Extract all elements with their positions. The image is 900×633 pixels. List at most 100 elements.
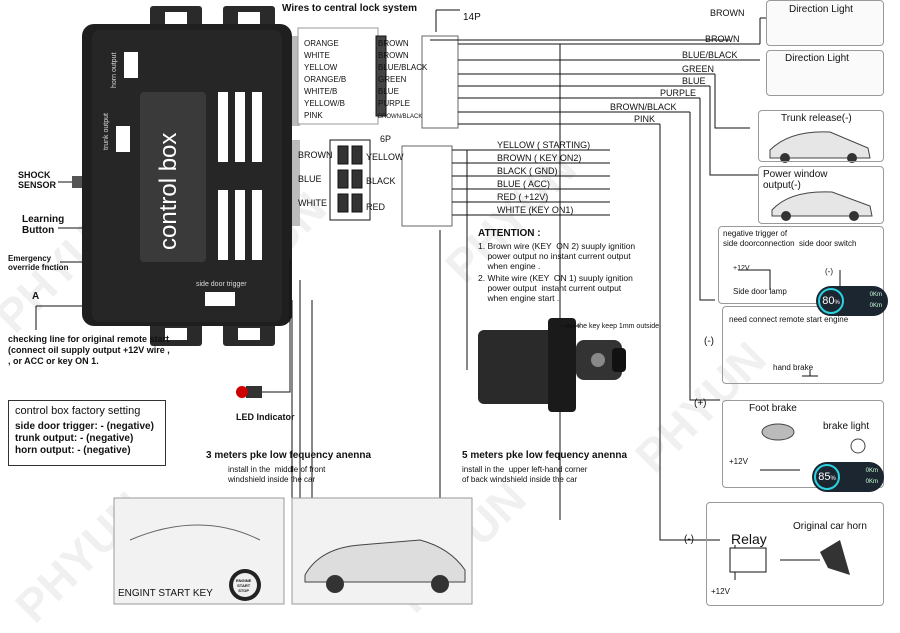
svg-text:ORANGE: ORANGE [304, 39, 339, 48]
horn-12v: +12V [711, 587, 730, 596]
hand-brake-label: hand brake [773, 363, 814, 372]
six-pin-connector [329, 139, 610, 370]
setting-row: side door trigger: - (negative) [15, 421, 154, 432]
side-door-panel: negative trigger of side doorconnection … [718, 226, 884, 304]
gauge-km-2: 0Km [865, 479, 878, 485]
svg-text:BLACK ( GND): BLACK ( GND) [497, 166, 558, 176]
svg-text:BLUE ( ACC): BLUE ( ACC) [497, 179, 550, 189]
six-pin-labels: BROWN BLUE WHITE YELLOW BLACK RED [298, 150, 404, 212]
key-wire-labels: YELLOW ( STARTING) BROWN ( KEY ON2) BLAC… [497, 140, 590, 215]
cut-key-note: cut the key keep 1mm outside [566, 323, 659, 330]
trunk-release-label: Trunk release(-) [781, 113, 852, 124]
svg-text:BLUE: BLUE [682, 76, 706, 86]
side-door-trigger-label: side door trigger [196, 281, 247, 288]
ignition-cylinder [478, 318, 626, 412]
learning-button-label: Learning Button [22, 214, 65, 236]
shock-sensor-plug [72, 176, 82, 188]
svg-text:BLACK: BLACK [366, 176, 396, 186]
hand-brake-note: need connect remote start engine [729, 315, 849, 324]
label-6p: 6P [380, 134, 391, 144]
svg-text:PINK: PINK [304, 111, 323, 120]
factory-setting-box: control box factory setting side door tr… [8, 400, 166, 466]
svg-text:BROWN: BROWN [378, 39, 409, 48]
trunk-release-panel: Trunk release(-) [758, 110, 884, 162]
trunk-output-label: trunk output [103, 113, 110, 150]
hand-brake-panel: need connect remote start engine hand br… [722, 306, 884, 384]
relay-label: Relay [731, 531, 767, 547]
attention-title: ATTENTION : [478, 228, 541, 239]
svg-text:YELLOW: YELLOW [366, 152, 404, 162]
checking-line-note: checking line for original remote start … [8, 334, 170, 366]
a-point-label: A [32, 291, 40, 302]
factory-setting-title: control box factory setting [15, 405, 141, 417]
side-door-neg: (-) [825, 267, 833, 276]
horn-output-label: horn output [111, 53, 118, 88]
svg-text:BLUE/BLACK: BLUE/BLACK [682, 50, 738, 60]
emergency-override-label: Emergency override fnction [8, 254, 69, 272]
relay-box [729, 547, 767, 573]
svg-text:BROWN/BLACK: BROWN/BLACK [378, 114, 422, 120]
svg-text:BROWN/BLACK: BROWN/BLACK [610, 102, 677, 112]
control-box [82, 6, 300, 346]
svg-text:WHITE: WHITE [298, 198, 327, 208]
foot-brake-label: Foot brake [749, 403, 797, 414]
brake-light-label: brake light [823, 421, 870, 432]
power-window-label: Power window output(-) [763, 169, 828, 191]
car-image [291, 497, 473, 605]
back-antenna-title: 5 meters pke low fequency anenna [462, 450, 628, 461]
led-indicator-label: LED Indicator [236, 412, 295, 422]
setting-row: trunk output: - (negative) [15, 433, 134, 444]
svg-text:BROWN: BROWN [710, 8, 745, 18]
direction-light-2-panel: Direction Light [766, 50, 884, 96]
svg-text:WHITE: WHITE [304, 51, 330, 60]
lock-connector [297, 9, 780, 541]
brake-pedal [761, 423, 866, 454]
back-antenna-desc: install in the upper left-hand corner of… [462, 465, 588, 484]
svg-text:BROWN: BROWN [378, 51, 409, 60]
foot-brake-12v: +12V [729, 457, 748, 466]
direction-light-1-panel: Direction Light [766, 0, 884, 46]
control-box-title: control box [155, 133, 182, 250]
gauge-value: 85% [814, 464, 840, 490]
svg-text:BROWN: BROWN [705, 34, 740, 44]
svg-text:YELLOW ( STARTING): YELLOW ( STARTING) [497, 140, 590, 150]
svg-text:PURPLE: PURPLE [660, 88, 696, 98]
svg-text:BLUE/BLACK: BLUE/BLACK [378, 63, 428, 72]
side-door-lamp-label: Side door lamp [733, 287, 787, 296]
svg-text:RED ( +12V): RED ( +12V) [497, 192, 548, 202]
gauge-km-1: 0Km [865, 468, 878, 474]
direction-light-1-label: Direction Light [789, 4, 853, 15]
svg-text:BLUE: BLUE [298, 174, 322, 184]
setting-row: horn output: - (negative) [15, 445, 131, 456]
hand-brake-neg: (-) [704, 336, 714, 347]
lock-header: Wires to central lock system [282, 3, 417, 14]
foot-brake-plus: (+) [694, 398, 707, 409]
attention-block: ATTENTION : 1. Brown wire (KEY ON 2) suu… [478, 228, 658, 303]
start-button-text: ENGINE START STOP [236, 578, 252, 593]
svg-text:YELLOW/B: YELLOW/B [304, 99, 345, 108]
status-gauge: 80% 0Km 0Km [816, 286, 888, 316]
svg-text:BROWN ( KEY ON2): BROWN ( KEY ON2) [497, 153, 581, 163]
horn-label: Original car horn [793, 521, 867, 532]
side-door-label: negative trigger of side doorconnection … [723, 229, 857, 248]
wiring-diagram: control box horn output trunk output sid… [35, 3, 873, 605]
horn-icon [820, 540, 850, 575]
svg-text:ORANGE/B: ORANGE/B [304, 75, 346, 84]
svg-text:BLUE: BLUE [378, 87, 399, 96]
trunk-car [769, 131, 871, 163]
svg-text:BROWN: BROWN [298, 150, 333, 160]
direction-light-2-label: Direction Light [785, 53, 849, 64]
svg-text:YELLOW: YELLOW [304, 63, 338, 72]
gauge-value: 80% [818, 288, 844, 314]
horn-neg: (-) [684, 534, 694, 545]
front-antenna-title: 3 meters pke low fequency anenna [206, 450, 372, 461]
front-antenna-desc: install in the middle of front windshiel… [228, 465, 326, 484]
svg-text:RED: RED [366, 202, 386, 212]
svg-text:WHITE/B: WHITE/B [304, 87, 337, 96]
start-key-label: ENGINT START KEY [118, 588, 213, 599]
window-car [771, 191, 873, 221]
engine-start-panel [113, 497, 285, 605]
svg-text:PURPLE: PURPLE [378, 99, 410, 108]
label-14p: 14P [463, 12, 481, 23]
led-indicator [236, 386, 262, 398]
